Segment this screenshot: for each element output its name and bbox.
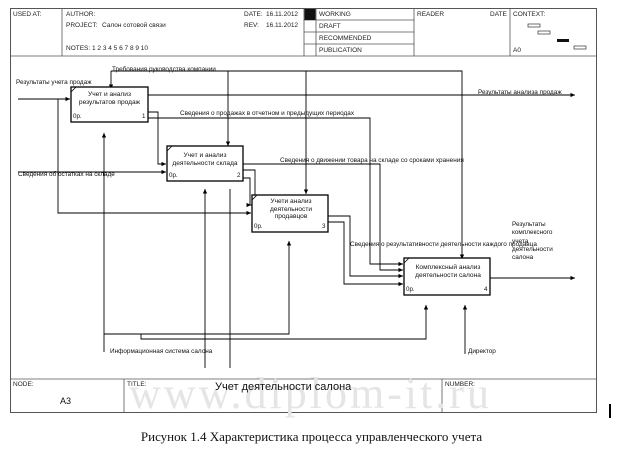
diagram-title: Учет деятельности салона xyxy=(215,381,352,393)
label-info-system: Информационная система салона xyxy=(110,348,213,355)
status-working: WORKING xyxy=(319,11,351,18)
activity-boxes xyxy=(70,86,491,296)
box-4-frame xyxy=(403,257,491,296)
box-2-title: Учет и анализ деятельности склада xyxy=(172,152,238,167)
box-3-title: Учети анализ деятельности продавцов xyxy=(269,198,313,221)
box-1-frame xyxy=(70,86,149,123)
label-management-requirements: Требования руководства компании xyxy=(112,66,216,73)
watermark: www.diplom-it.ru xyxy=(129,369,492,418)
title-label: TITLE: xyxy=(127,381,147,388)
figure-caption: Рисунок 1.4 Характеристика процесса упра… xyxy=(140,429,483,444)
node-label: NODE: xyxy=(13,381,34,388)
used-at-label: USED AT: xyxy=(13,11,42,18)
status-working-marker xyxy=(304,9,316,20)
idef0-sheet: USED AT: AUTHOR: PROJECT: Салон сотовой … xyxy=(10,8,611,418)
connectors xyxy=(18,70,575,368)
date-label: DATE: xyxy=(244,11,263,18)
notes-line: NOTES: 1 2 3 4 5 6 7 8 9 10 xyxy=(66,45,149,52)
box-3-cost: 0р. xyxy=(254,223,263,230)
box-2-number: 2 xyxy=(237,172,241,179)
status-publication: PUBLICATION xyxy=(319,47,362,54)
box-1-title: Учет и анализ результатов продаж xyxy=(78,91,141,106)
box-3-number: 3 xyxy=(322,223,326,230)
box-4-cost: 0р. xyxy=(406,286,415,293)
box-3-frame xyxy=(251,194,329,233)
label-director: Директор xyxy=(468,348,496,355)
number-label: NUMBER: xyxy=(445,381,475,388)
text-cursor xyxy=(609,404,611,418)
label-stock-movement: Сведения о движении товара на складе со … xyxy=(280,157,464,164)
diagram-canvas xyxy=(10,8,597,413)
box-4-title: Комплексный анализ деятельности салона xyxy=(415,264,481,279)
context-thumbnail xyxy=(527,23,587,50)
status-draft: DRAFT xyxy=(319,23,341,30)
label-sales-periods: Сведения о продажах в отчетном и предыду… xyxy=(180,110,355,117)
header-grid xyxy=(10,8,596,57)
label-stock-remains: Сведения об остатках на складе xyxy=(18,171,115,178)
node-value: A3 xyxy=(60,396,72,406)
footer-grid xyxy=(10,378,596,412)
box-4-number: 4 xyxy=(484,286,488,293)
context-node: A0 xyxy=(513,47,521,54)
label-complex-results: Результаты комплексного учета деятельнос… xyxy=(512,221,553,262)
author-label: AUTHOR: xyxy=(66,11,96,18)
box-2-frame xyxy=(166,145,244,182)
label-sales-analysis-out: Результаты анализа продаж xyxy=(478,89,562,96)
reader-date-label: DATE xyxy=(490,11,507,18)
box-2-cost: 0р. xyxy=(169,172,178,179)
box-1-number: 1 xyxy=(142,113,146,120)
date-value: 16.11.2012 xyxy=(266,11,299,18)
project-label: PROJECT: xyxy=(66,22,98,29)
reader-label: READER xyxy=(417,11,445,18)
label-sales-results-in: Результаты учета продаж xyxy=(16,79,92,86)
rev-label: REV: xyxy=(244,22,259,29)
label-seller-performance: Сведения о результативности деятельности… xyxy=(350,241,537,248)
rev-value: 16.11.2012 xyxy=(266,22,299,29)
status-recommended: RECOMMENDED xyxy=(319,35,372,42)
project-value: Салон сотовой связи xyxy=(102,22,166,29)
box-corner-ticks xyxy=(70,86,410,264)
context-label: CONTEXT: xyxy=(513,11,546,18)
box-1-cost: 0р. xyxy=(73,113,82,120)
